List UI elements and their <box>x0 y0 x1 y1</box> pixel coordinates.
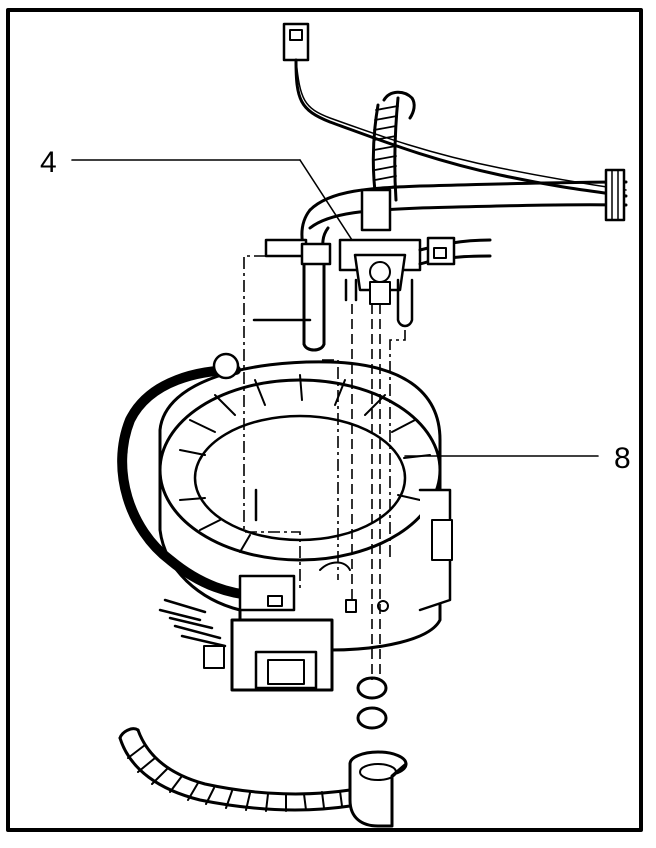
electrical-plug <box>282 22 628 198</box>
o-ring-upper <box>356 676 388 700</box>
callout-label-4: 4 <box>40 146 57 179</box>
fuel-hose-upper <box>308 168 628 230</box>
connector-assembly <box>264 188 492 352</box>
callout-8: 8 <box>404 442 631 475</box>
figure-frame <box>6 8 643 832</box>
elbow-fitting <box>348 750 408 828</box>
callout-4: 4 <box>40 146 353 241</box>
callout-label-8: 8 <box>614 442 631 475</box>
assembly-guide-lines <box>243 255 406 680</box>
pump-reservoir <box>158 360 453 692</box>
corrugated-hose-top <box>371 90 416 202</box>
corrugated-hose-bottom <box>118 727 352 812</box>
o-ring-lower <box>356 706 388 730</box>
wiring-harness <box>117 352 296 612</box>
